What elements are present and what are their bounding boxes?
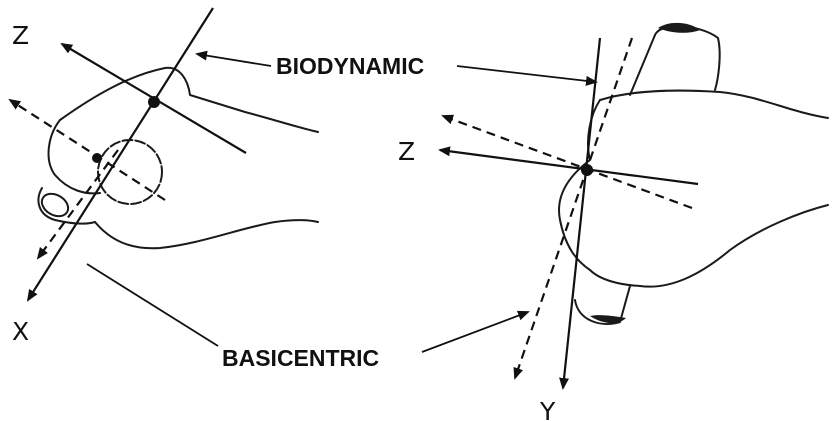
cylinder-left-edge-top bbox=[630, 35, 655, 95]
biodynamic-leader-right bbox=[457, 66, 596, 82]
biodynamic-callout: BIODYNAMIC bbox=[276, 53, 424, 79]
biodynamic-leader-left bbox=[197, 54, 271, 66]
cylinder-top-cap bbox=[658, 23, 700, 33]
cylinder-top bbox=[655, 26, 720, 90]
basicentric-leader-right bbox=[422, 312, 528, 352]
left-basicentric-origin bbox=[92, 153, 102, 163]
basicentric-leader-left bbox=[87, 264, 218, 346]
right-basicentric-y-axis bbox=[515, 38, 632, 378]
left-thumb-tip bbox=[38, 189, 72, 220]
right-biodynamic-z-axis bbox=[440, 150, 698, 184]
right-biodynamic-long-axis bbox=[563, 38, 600, 388]
right-origin bbox=[581, 164, 593, 176]
right-hand-outline bbox=[600, 90, 828, 118]
left-x-axis-label: X bbox=[12, 317, 29, 346]
pinched-object bbox=[98, 140, 162, 204]
right-y-axis-label: Y bbox=[539, 397, 556, 421]
left-hand-drawing bbox=[38, 68, 318, 248]
right-z-axis-label: Z bbox=[398, 137, 415, 166]
right-basicentric-z-axis bbox=[443, 116, 692, 208]
left-z-axis-label: Z bbox=[12, 21, 29, 50]
left-biodynamic-origin bbox=[148, 96, 160, 108]
left-basicentric-z-axis bbox=[10, 100, 165, 200]
right-palm-lower bbox=[640, 205, 828, 287]
left-palm-underside bbox=[95, 220, 318, 248]
right-fingers bbox=[559, 100, 640, 286]
left-biodynamic-axis bbox=[28, 8, 213, 300]
basicentric-callout: BASICENTRIC bbox=[222, 345, 379, 371]
